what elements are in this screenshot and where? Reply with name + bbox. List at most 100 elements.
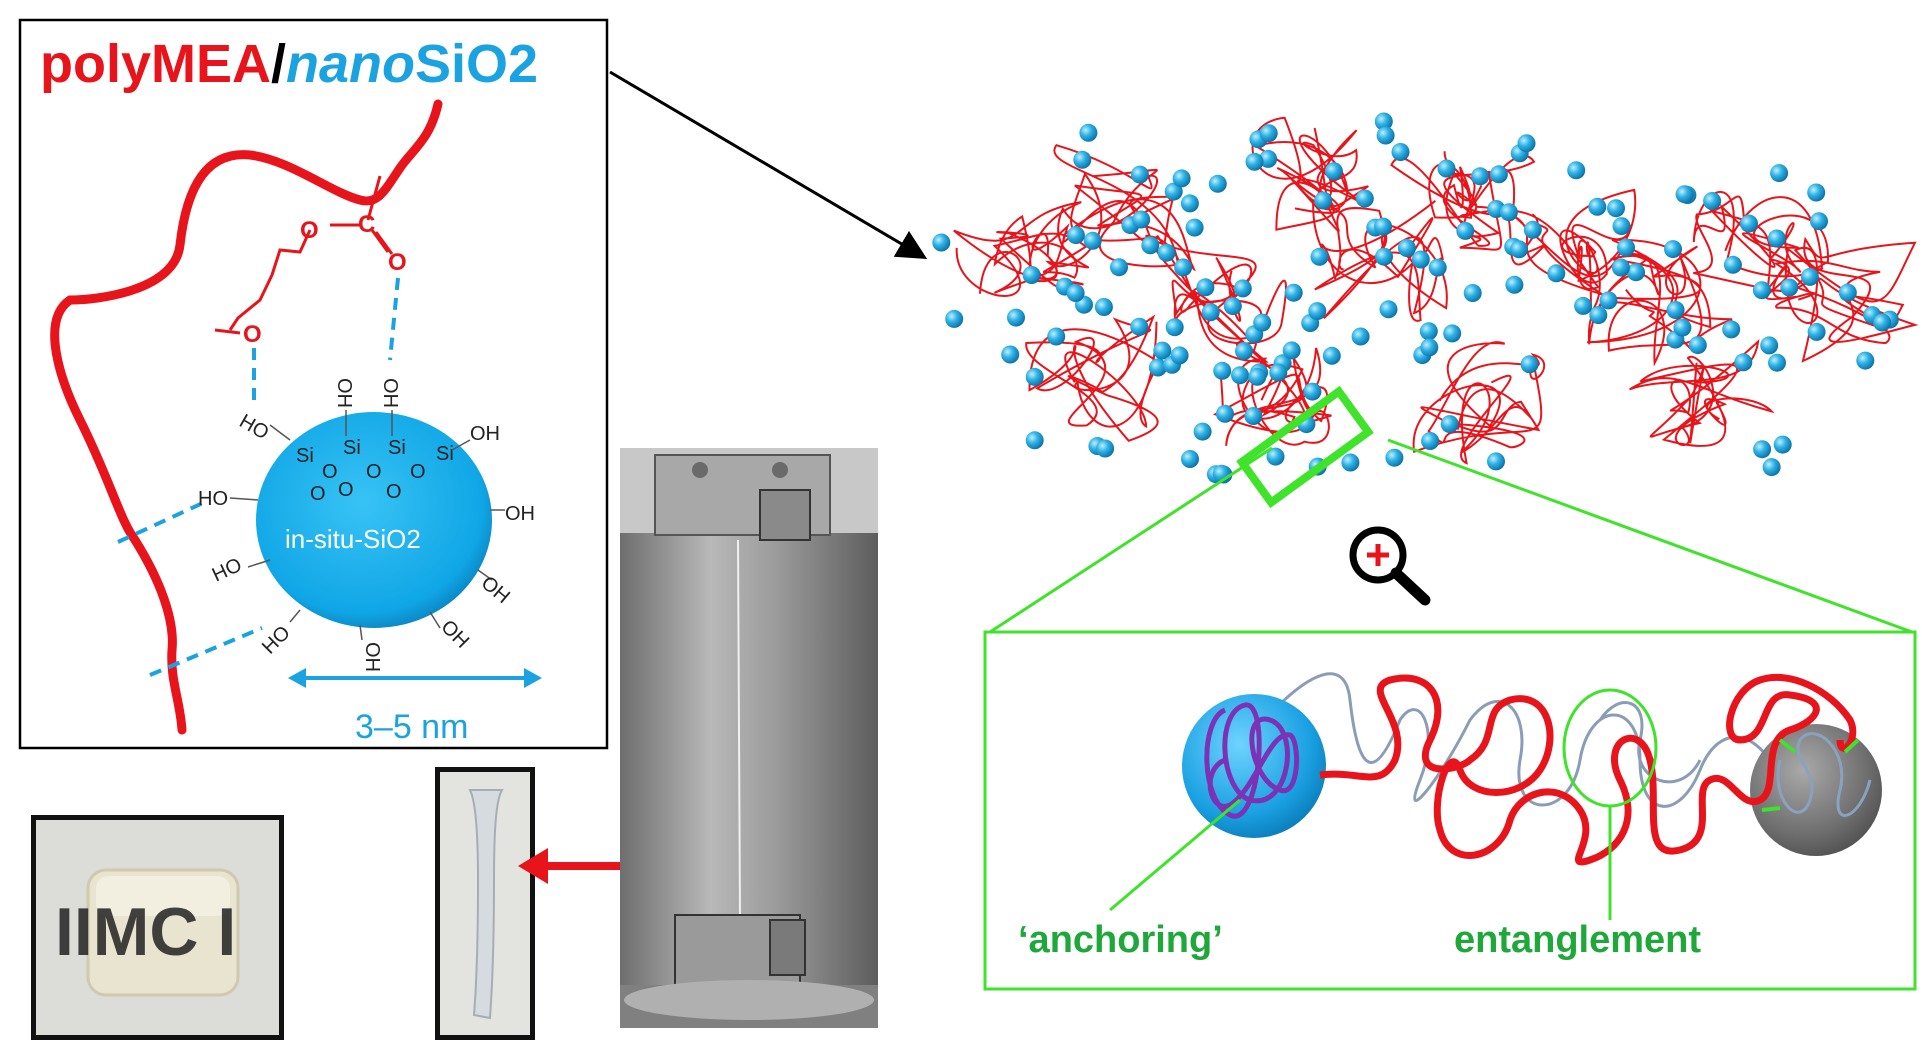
- silica-bead: [1132, 210, 1151, 229]
- network-chain: [1499, 188, 1637, 316]
- silica-bead: [1397, 239, 1416, 257]
- silica-bead: [1374, 112, 1393, 131]
- silica-bead: [1421, 432, 1440, 450]
- silica-bead: [1007, 308, 1025, 327]
- silica-bead: [945, 309, 964, 328]
- silica-bead: [1517, 134, 1536, 153]
- silica-bead: [1443, 324, 1462, 343]
- silica-bead: [1322, 346, 1341, 365]
- entanglement-label: entanglement: [1454, 919, 1701, 961]
- silica-bead: [1385, 448, 1404, 467]
- anchored-chain-purple: [1204, 702, 1300, 819]
- silica-bead: [1073, 150, 1092, 169]
- silica-bead: [1666, 301, 1685, 319]
- silica-bead: [1174, 258, 1193, 277]
- silica-bead: [1110, 258, 1128, 277]
- silica-bead: [1607, 199, 1625, 218]
- silica-bead: [1800, 267, 1819, 286]
- silica-bead: [1193, 422, 1212, 441]
- svg-text:O: O: [310, 483, 326, 505]
- silica-bead: [1001, 345, 1020, 364]
- silica-bead: [1505, 275, 1524, 294]
- silica-bead: [1153, 341, 1172, 360]
- svg-text:HO: HO: [198, 488, 228, 510]
- silica-bead: [1703, 192, 1722, 210]
- silica-bead: [1722, 320, 1741, 339]
- silica-bead: [1752, 281, 1771, 300]
- svg-text:OH: OH: [505, 503, 535, 525]
- silica-bead: [1244, 407, 1263, 425]
- hydrogen-bonds: [117, 277, 400, 677]
- silica-bead: [1141, 236, 1160, 255]
- silica-bead: [1773, 435, 1792, 454]
- grey-ball-chain: [1776, 732, 1872, 817]
- silica-bead: [1627, 263, 1645, 282]
- silica-bead: [1130, 317, 1149, 336]
- particle-label: in-situ-SiO2: [285, 524, 421, 554]
- silica-bead: [1282, 341, 1301, 360]
- silica-bead: [1487, 452, 1505, 471]
- silica-bead: [1208, 174, 1227, 193]
- silica-bead: [1807, 183, 1826, 202]
- network-chain: [1629, 339, 1775, 447]
- silica-bead: [1079, 123, 1098, 142]
- svg-text:O: O: [322, 461, 338, 483]
- silica-bead: [1201, 303, 1220, 322]
- silica-bead: [1664, 240, 1682, 259]
- silica-bead: [1510, 240, 1528, 259]
- silica-bead: [1216, 404, 1234, 423]
- silica-bead: [1248, 367, 1267, 386]
- silica-bead: [1172, 169, 1191, 188]
- silica-bead: [1807, 322, 1826, 341]
- polymer-backbone: [50, 99, 443, 735]
- zoom-line-right: [1387, 438, 1913, 634]
- silica-bead: [1096, 439, 1115, 458]
- silica-bead: [1066, 226, 1085, 245]
- svg-text:O: O: [366, 461, 382, 483]
- silica-bead: [1025, 367, 1044, 386]
- silica-bead: [1780, 278, 1799, 297]
- size-scale-bar: [288, 668, 542, 688]
- silica-bead: [1157, 243, 1176, 262]
- anchoring-pointer: [1109, 798, 1241, 912]
- silica-bead: [1499, 203, 1518, 222]
- silica-bead: [1083, 231, 1102, 250]
- silica-bead: [1245, 152, 1264, 171]
- atom-o-carbonyl: O: [388, 249, 407, 276]
- silica-bead: [1165, 318, 1184, 337]
- silica-bead: [1762, 458, 1781, 477]
- adsorption-arrows: [1761, 738, 1860, 812]
- silica-bead: [1611, 258, 1630, 277]
- network-chain: [953, 201, 1088, 297]
- silica-bead: [1612, 217, 1631, 236]
- svg-text:Si: Si: [343, 437, 361, 459]
- silica-bead: [1873, 313, 1892, 332]
- silica-surface-groups: Si Si Si Si O O O O O O: [296, 437, 454, 505]
- silica-bead: [1235, 342, 1253, 361]
- svg-text:OH: OH: [379, 378, 401, 408]
- silica-bead: [1734, 353, 1753, 372]
- silica-bead: [1181, 450, 1199, 468]
- silica-bead: [1351, 327, 1370, 346]
- silica-bead: [1180, 194, 1199, 213]
- silica-bead: [1185, 218, 1204, 237]
- silica-bead: [1440, 415, 1459, 434]
- upper-clamp-jaw: [759, 489, 811, 541]
- silica-bead: [1231, 366, 1249, 385]
- silica-bead: [1233, 279, 1252, 298]
- silica-bead: [1196, 278, 1215, 297]
- red-polymer-chain: [1319, 673, 1857, 866]
- silica-bead: [1420, 338, 1439, 357]
- silica-bead: [1284, 283, 1303, 302]
- silica-bead: [1547, 264, 1566, 283]
- silica-bead: [1723, 255, 1742, 274]
- hydrogel-highlight: [96, 876, 230, 916]
- silica-bead: [1589, 306, 1608, 325]
- silica-bead: [1471, 167, 1490, 186]
- atom-o-ether: O: [243, 321, 262, 348]
- network-chain: [1251, 116, 1369, 233]
- mea-side-chain: [214, 175, 394, 335]
- svg-text:OH: OH: [333, 378, 355, 408]
- silica-bead: [1341, 453, 1360, 472]
- silica-particle-grey: [1750, 724, 1882, 856]
